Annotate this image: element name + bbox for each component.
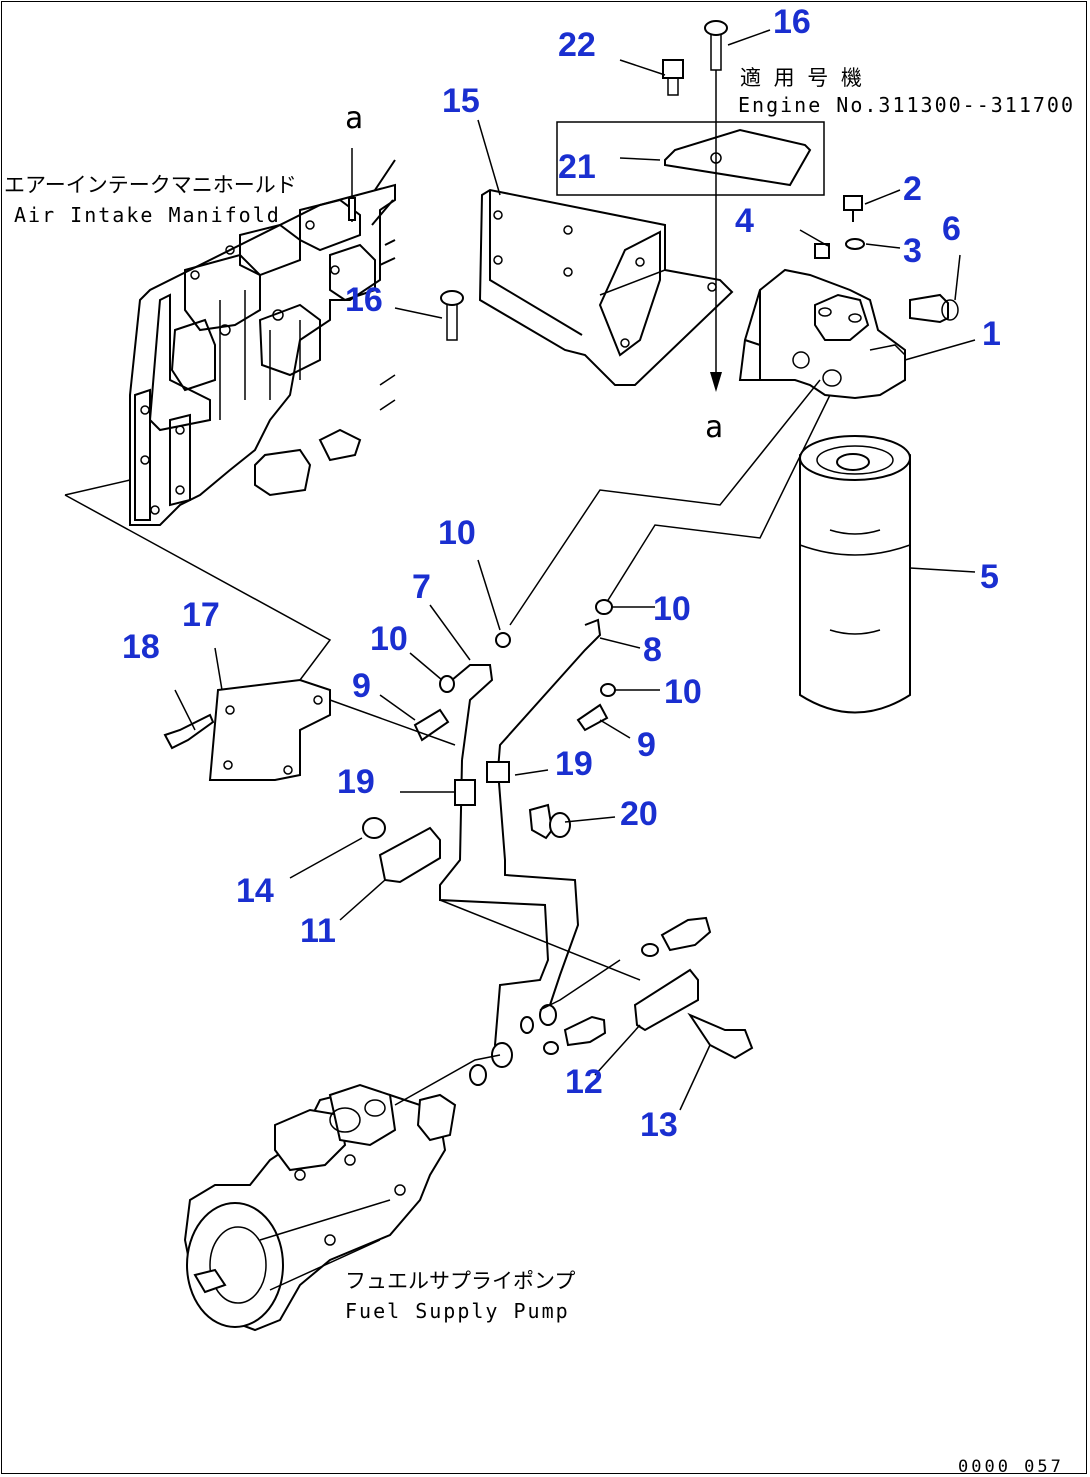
applicable-engine-label-en: Engine No.311300--311700	[738, 93, 1075, 117]
callout-5: 5	[980, 558, 999, 596]
pump-label-en: Fuel Supply Pump	[345, 1299, 570, 1323]
callout-8: 8	[643, 631, 662, 669]
callout-12: 12	[565, 1063, 603, 1101]
leader-lines	[174, 29, 976, 1111]
callout-10-left: 10	[370, 620, 408, 658]
callout-10-top: 10	[438, 514, 476, 552]
callout-9-left: 9	[352, 667, 371, 705]
callout-19-left: 19	[337, 763, 375, 801]
callout-11: 11	[300, 912, 336, 950]
callout-17: 17	[182, 596, 220, 634]
fuel-supply-pump	[183, 1054, 501, 1332]
callout-6: 6	[942, 210, 961, 248]
callout-13: 13	[640, 1106, 678, 1144]
callout-4: 4	[735, 202, 754, 240]
callout-2: 2	[903, 170, 922, 208]
callout-7: 7	[412, 568, 431, 606]
callout-18: 18	[122, 628, 160, 666]
pump-label-jp: フュエルサプライポンプ	[345, 1269, 575, 1293]
callout-10-right-upper: 10	[653, 590, 691, 628]
callout-10-right-lower: 10	[664, 673, 702, 711]
callout-20: 20	[620, 795, 658, 833]
fuel-filter-5	[799, 435, 911, 714]
manifold-label-jp: エアーインテークマニホールド	[4, 173, 297, 197]
callout-3: 3	[903, 232, 922, 270]
reference-a-top: a	[345, 101, 363, 136]
callout-15: 15	[442, 82, 480, 120]
filter-head-1	[738, 268, 906, 400]
bracket-17	[64, 479, 456, 781]
callout-16-left: 16	[345, 281, 383, 319]
reference-a-bottom: a	[705, 410, 723, 445]
applicable-engine-label-jp: 適 用 号 機	[740, 66, 862, 90]
document-id: 0000 057	[958, 1457, 1064, 1477]
bracket-15	[478, 188, 734, 386]
fuel-pipes	[362, 379, 831, 1086]
callout-19-right: 19	[555, 745, 593, 783]
air-intake-manifold-drawing	[129, 148, 396, 526]
callout-9-right: 9	[637, 726, 656, 764]
small-parts-top	[440, 20, 959, 392]
manifold-label-en: Air Intake Manifold	[14, 203, 281, 227]
callout-14: 14	[236, 872, 274, 910]
callout-1: 1	[982, 315, 1001, 353]
callout-21: 21	[558, 148, 596, 186]
callout-22: 22	[558, 26, 596, 64]
callout-16-top: 16	[773, 3, 811, 41]
